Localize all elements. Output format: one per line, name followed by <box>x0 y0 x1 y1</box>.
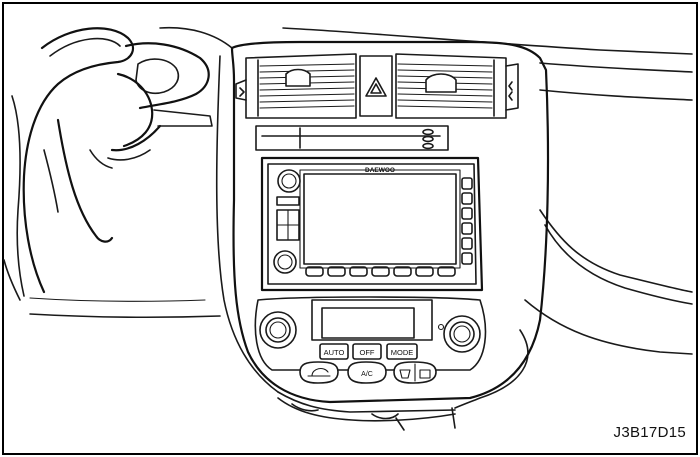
preset-button-3[interactable] <box>349 266 368 277</box>
air-vent-left <box>235 53 357 119</box>
preset-button-2[interactable] <box>327 266 346 277</box>
air-vent-right <box>395 53 519 119</box>
side-button-5[interactable] <box>461 237 473 250</box>
mode-label: MODE <box>391 348 414 357</box>
ac-button[interactable]: A/C <box>347 361 387 384</box>
climate-display <box>321 307 415 339</box>
mode-button-top[interactable] <box>276 196 300 206</box>
climate-panel: AUTO OFF MODE A/C <box>254 296 487 384</box>
side-button-3[interactable] <box>461 207 473 220</box>
tune-knob[interactable] <box>273 250 297 274</box>
storage-slot <box>255 125 449 151</box>
dash-contours <box>3 26 693 409</box>
fan-knob[interactable] <box>437 315 481 353</box>
preset-button-7[interactable] <box>437 266 456 277</box>
side-button-1[interactable] <box>461 177 473 190</box>
off-button[interactable]: OFF <box>352 343 382 360</box>
auto-button[interactable]: AUTO <box>319 343 349 360</box>
mode-button[interactable]: MODE <box>386 343 418 360</box>
preset-button-6[interactable] <box>415 266 434 277</box>
figure-code: J3B17D15 <box>613 424 686 441</box>
side-button-2[interactable] <box>461 192 473 205</box>
hazard-switch[interactable] <box>359 55 393 117</box>
side-button-6[interactable] <box>461 252 473 265</box>
center-console <box>215 40 550 431</box>
preset-button-4[interactable] <box>371 266 390 277</box>
display-screen <box>303 173 457 265</box>
recirculation-button[interactable] <box>299 361 339 384</box>
defrost-buttons[interactable] <box>393 361 437 384</box>
temperature-knob[interactable] <box>259 311 297 349</box>
head-unit: DAEWOO <box>260 156 484 292</box>
ac-label: A/C <box>361 371 373 378</box>
preset-button-1[interactable] <box>305 266 324 277</box>
brand-label: DAEWOO <box>365 167 395 174</box>
off-label: OFF <box>360 348 375 357</box>
preset-button-5[interactable] <box>393 266 412 277</box>
steering-wheel <box>11 27 213 297</box>
volume-knob[interactable] <box>277 169 301 193</box>
side-button-4[interactable] <box>461 222 473 235</box>
auto-label: AUTO <box>324 348 345 357</box>
